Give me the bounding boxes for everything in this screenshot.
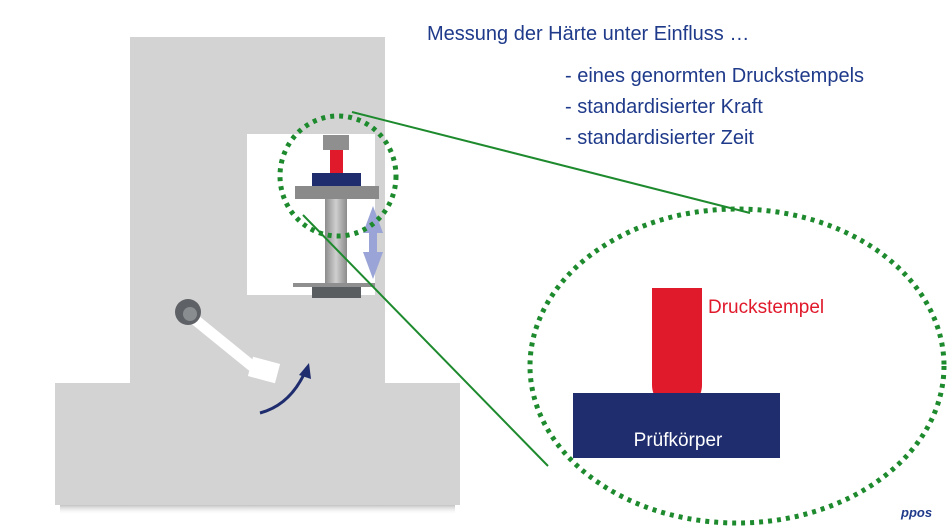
anvil-plate xyxy=(295,186,379,199)
detail-circle-large xyxy=(527,206,947,526)
indenter-label: Druckstempel xyxy=(708,297,824,318)
indenter-large xyxy=(652,288,702,410)
logo: ppos xyxy=(900,505,932,520)
lever xyxy=(175,299,311,415)
indenter-holder xyxy=(323,135,349,150)
specimen-label: Prüfkörper xyxy=(634,430,723,451)
spindle-base xyxy=(312,287,361,298)
lever-handle xyxy=(247,356,281,384)
bullet-1: - eines genormten Druckstempels xyxy=(565,65,864,87)
press-assembly xyxy=(293,135,383,298)
indenter-small xyxy=(330,150,343,174)
bullet-3: - standardisierter Zeit xyxy=(565,127,754,149)
testing-machine-frame xyxy=(55,37,460,515)
zoom-callout: Druckstempel Prüfkörper xyxy=(277,111,947,526)
bullet-2: - standardisierter Kraft xyxy=(565,96,763,118)
detail-circle-small xyxy=(277,113,399,239)
spindle xyxy=(325,199,347,284)
rotation-arrow-icon xyxy=(259,371,307,415)
height-adjust-arrow-icon xyxy=(363,206,383,279)
specimen-small xyxy=(312,173,361,188)
heading: Messung der Härte unter Einfluss … xyxy=(427,23,749,45)
test-chamber-window xyxy=(247,134,375,295)
specimen-large xyxy=(573,393,780,458)
